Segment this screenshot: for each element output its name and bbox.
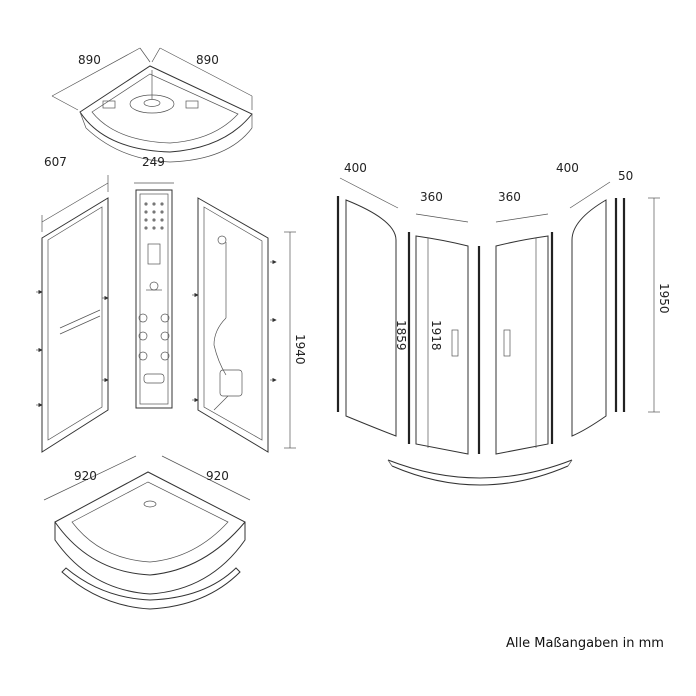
right-door-panel (495, 213, 554, 455)
dim-panel-width: 249 (142, 155, 165, 169)
left-door-panel (407, 213, 469, 455)
units-note: Alle Maßangaben in mm (506, 636, 664, 651)
right-side-wall (192, 197, 277, 453)
dim-fixed-right: 400 (556, 161, 579, 175)
dim-door-right: 360 (498, 190, 521, 204)
dim-roof-left: 890 (78, 53, 101, 67)
dim-height-door: 1918 (429, 320, 443, 351)
dim-side-width: 607 (44, 155, 67, 169)
shower-tray (43, 455, 251, 610)
dim-profile: 50 (618, 169, 633, 183)
roof-part (79, 65, 253, 163)
dim-height-front: 1950 (657, 283, 671, 314)
dim-tray-right: 920 (206, 469, 229, 483)
dim-roof-right: 890 (196, 53, 219, 67)
dim-door-left: 360 (420, 190, 443, 204)
roof-dimension-lines (51, 47, 253, 111)
center-column-panel (134, 182, 174, 409)
right-fixed-glass (569, 181, 626, 437)
dim-fixed-left: 400 (344, 161, 367, 175)
dim-height-back: 1940 (293, 334, 307, 365)
left-fixed-glass (336, 177, 399, 437)
dim-height-fixed: 1859 (394, 320, 408, 351)
left-side-wall (36, 175, 109, 453)
dim-tray-left: 920 (74, 469, 97, 483)
front-bottom-rail (387, 459, 573, 486)
height-front-dimension (648, 197, 660, 413)
height-back-dimension (284, 231, 296, 449)
